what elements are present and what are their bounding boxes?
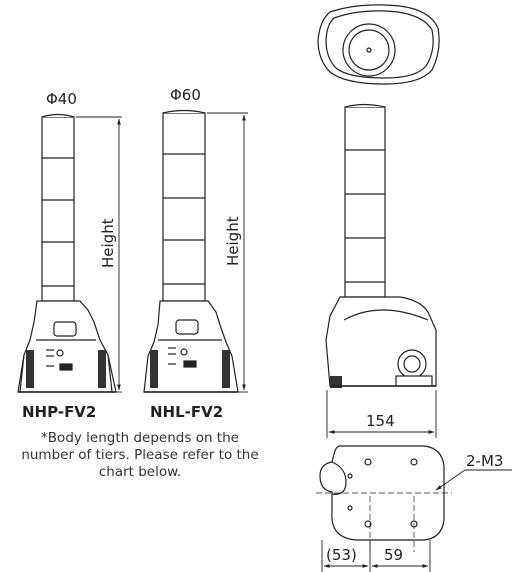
height-dimension-nhp (76, 116, 122, 393)
bottom-dimensions (321, 540, 431, 572)
dim-53-label: (53) (326, 546, 357, 564)
model-label-nhl: NHL-FV2 (150, 403, 223, 421)
width-dimension-label: 154 (366, 412, 395, 430)
diameter-label-nhl: Φ60 (170, 86, 201, 104)
dim-59-label: 59 (384, 546, 403, 564)
height-label-nhl: Height (224, 216, 242, 266)
tap-leader (435, 469, 512, 491)
nhp-fv2-drawing (17, 113, 117, 393)
diameter-label-nhp: Φ40 (46, 90, 77, 108)
model-label-nhp: NHP-FV2 (22, 403, 96, 421)
nhl-fv2-drawing (143, 109, 239, 393)
height-dimension-nhl (207, 112, 248, 393)
tap-label: 2-M3 (466, 452, 503, 470)
body-length-note: *Body length depends on the number of ti… (21, 430, 259, 480)
height-label-nhp: Height (99, 218, 117, 268)
top-view-drawing (317, 4, 440, 85)
width-dimension (326, 390, 437, 438)
side-view-drawing (325, 103, 437, 388)
